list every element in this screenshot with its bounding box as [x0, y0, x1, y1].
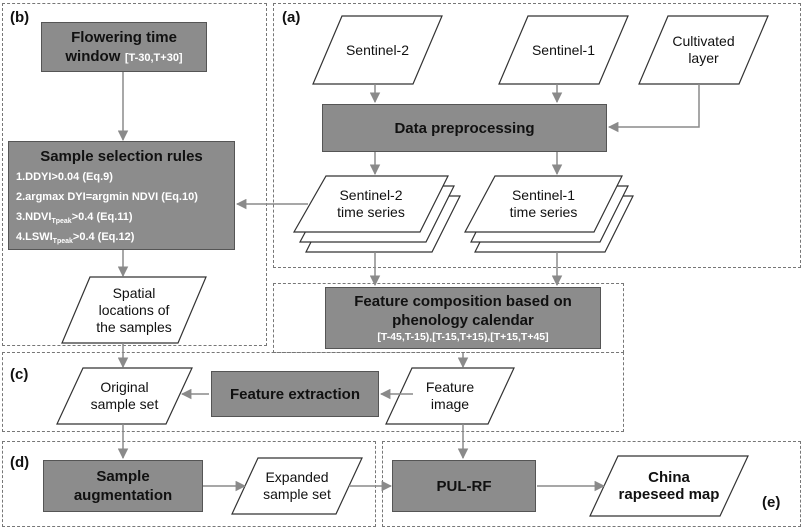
rules-list: 1.DDYI>0.04 (Eq.9) 2.argmax DYI=argmin N… — [16, 167, 246, 247]
expanded-shape — [231, 457, 363, 515]
sentinel2-series-label: Sentinel-2 time series — [337, 187, 405, 220]
s2-series-front — [292, 175, 449, 233]
rules-title: Sample selection rules — [40, 148, 203, 165]
sentinel1-shape — [498, 15, 629, 85]
panel-label-d: (d) — [10, 454, 30, 471]
sample-selection-rules-box: Sample selection rules — [8, 141, 235, 250]
sample-augmentation-box: Sample augmentation — [43, 460, 203, 512]
cultivated-shape — [638, 15, 769, 85]
rule-4: 4.LSWITpeak>0.4 (Eq.12) — [16, 231, 135, 246]
spatial-shape — [61, 276, 207, 344]
sentinel2-shape — [312, 15, 443, 85]
original-shape — [56, 367, 193, 425]
output-shape — [589, 455, 749, 517]
s1-series-front — [463, 175, 623, 233]
sentinel2-input: Sentinel-2 — [345, 41, 410, 58]
expanded-sample-set: Expanded sample set — [263, 469, 331, 502]
pul-rf-box: PUL-RF — [392, 460, 536, 512]
china-rapeseed-map: China rapeseed map — [618, 469, 720, 503]
panel-label-e: (e) — [762, 494, 781, 511]
sentinel1-series-label: Sentinel-1 time series — [509, 187, 578, 220]
panel-a-frame — [273, 3, 801, 268]
panel-label-a: (a) — [282, 9, 301, 26]
flowering-window-box: Flowering time window [T-30,T+30] — [41, 22, 207, 72]
feature-extraction-box: Feature extraction — [211, 371, 379, 417]
panel-b-frame — [2, 3, 267, 346]
flowering-title-line2: window — [65, 48, 121, 65]
panel-upper-composition-frame — [273, 283, 624, 353]
sentinel1-input: Sentinel-1 — [531, 41, 596, 58]
rule-1: 1.DDYI>0.04 (Eq.9) — [16, 171, 113, 183]
feature-image: Feature image — [425, 379, 475, 412]
spatial-locations-text: Spatial locations of the samples — [96, 284, 172, 335]
flowering-title-line1: Flowering time — [71, 29, 177, 46]
rule-3: 3.NDVITpeak>0.4 (Eq.11) — [16, 211, 133, 226]
original-sample-set: Original sample set — [90, 379, 159, 412]
feature-image-shape — [385, 367, 515, 425]
rule-2: 2.argmax DYI=argmin NDVI (Eq.10) — [16, 191, 198, 203]
flowering-range: [T-30,T+30] — [124, 52, 183, 64]
panel-label-c: (c) — [10, 366, 29, 383]
panel-d-frame — [2, 441, 376, 527]
data-preprocessing-box: Data preprocessing — [322, 104, 607, 152]
panel-label-b: (b) — [10, 9, 30, 26]
feature-composition-box: Feature composition based on phenology c… — [325, 287, 601, 349]
cultivated-layer-input: Cultivated layer — [672, 33, 735, 66]
